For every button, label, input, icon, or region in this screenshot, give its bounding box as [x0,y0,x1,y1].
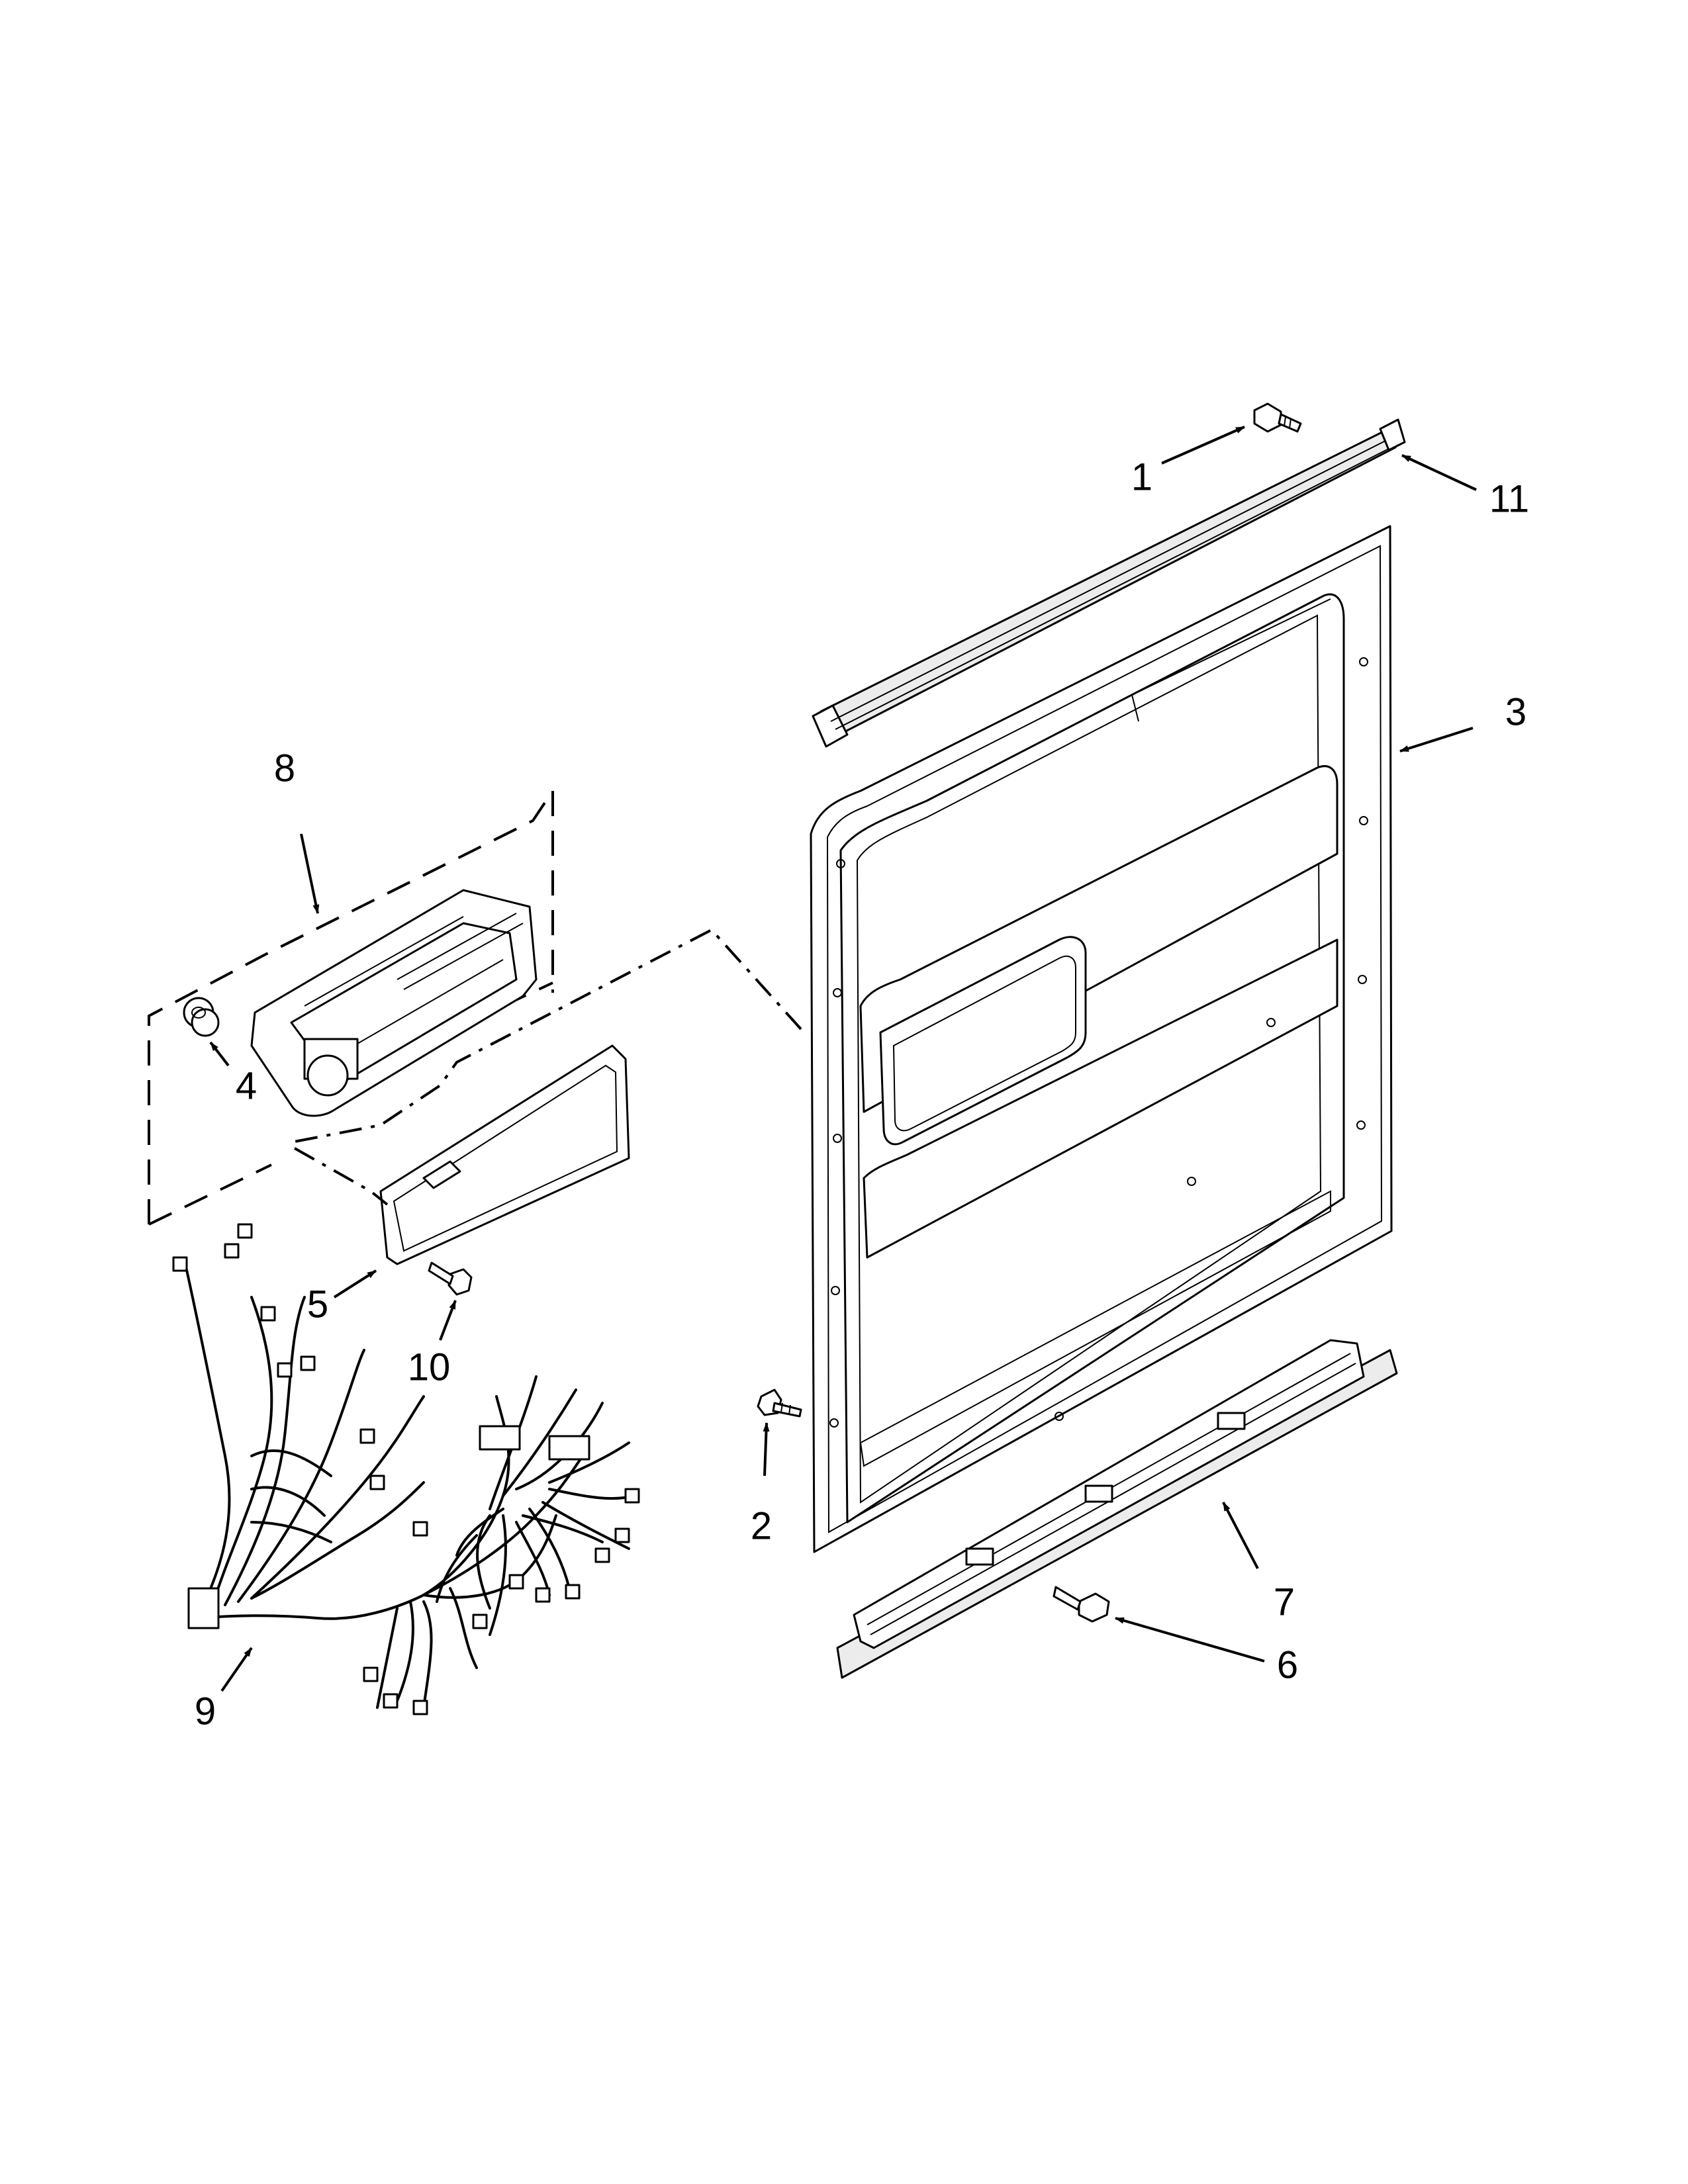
door-top-trim [812,418,1406,748]
door-bottom-trim [836,1339,1398,1679]
callout-11: 11 [1489,477,1529,520]
dispenser-knob [183,997,220,1037]
callout-6: 6 [1277,1643,1298,1686]
leader-lines [209,426,1477,1692]
callout-5: 5 [307,1283,328,1326]
callout-7: 7 [1274,1580,1295,1623]
callout-8: 8 [274,747,295,790]
alignment-line-lower [294,1147,389,1206]
wiring-harness [172,1223,640,1715]
side-screw [757,1388,802,1418]
callout-2: 2 [751,1504,772,1547]
callout-labels: 1 11 3 8 4 5 10 2 7 6 9 [195,455,1529,1733]
alignment-line [294,928,802,1143]
dispenser-gasket [379,1044,630,1265]
gasket-screw [428,1261,473,1296]
bottom-trim-screw [1053,1586,1110,1623]
top-screw [1253,402,1302,433]
callout-9: 9 [195,1690,216,1733]
inner-door-panel [810,525,1393,1553]
callout-1: 1 [1131,455,1152,498]
dispenser-assembly [148,786,554,1226]
callout-4: 4 [236,1064,257,1107]
callout-3: 3 [1505,690,1526,733]
callout-10: 10 [408,1345,451,1388]
